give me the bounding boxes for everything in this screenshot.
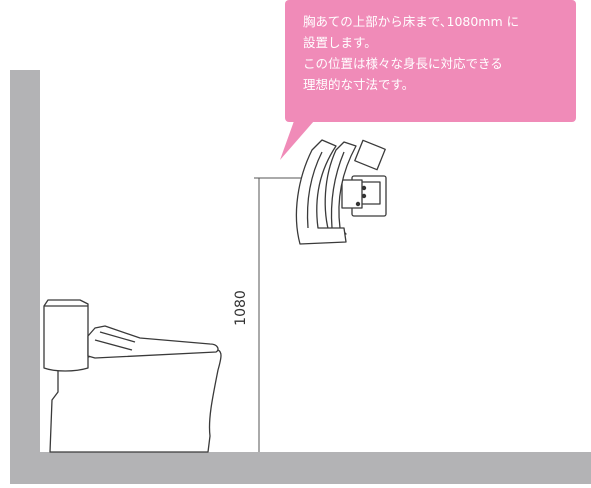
wall: [10, 70, 40, 482]
bolt: [361, 193, 367, 199]
mount-hinge: [341, 179, 363, 209]
toilet: [43, 299, 222, 453]
callout-line: 理想的な寸法です。: [303, 77, 415, 92]
seat-lid: [87, 325, 219, 359]
dimension-label: 1080: [233, 290, 249, 326]
back-arm-inner: [330, 151, 345, 229]
chest-support: [295, 139, 387, 245]
callout-line: この位置は様々な身長に対応できる: [303, 56, 503, 71]
front-arm-inner: [306, 151, 323, 229]
floor: [10, 452, 591, 484]
pad-block: [354, 139, 386, 171]
room-structure: [10, 70, 591, 484]
callout-line: 設置します。: [303, 35, 377, 50]
callout-text: 胸あての上部から床まで､1080mm に 設置します。 この位置は様々な身長に対…: [303, 11, 571, 95]
seat-line-2: [94, 339, 133, 351]
callout-bubble: [280, 0, 576, 160]
callout-box: [285, 0, 576, 122]
toilet-tank: [43, 299, 89, 372]
dimension-lines: [254, 177, 305, 452]
callout-pointer: [280, 121, 314, 160]
bolt: [355, 201, 361, 207]
toilet-body: [49, 349, 222, 453]
front-arm: [295, 139, 347, 245]
bolt: [361, 185, 367, 191]
callout-line: 胸あての上部から床まで､1080mm に: [303, 14, 520, 29]
seat-line: [99, 331, 136, 343]
